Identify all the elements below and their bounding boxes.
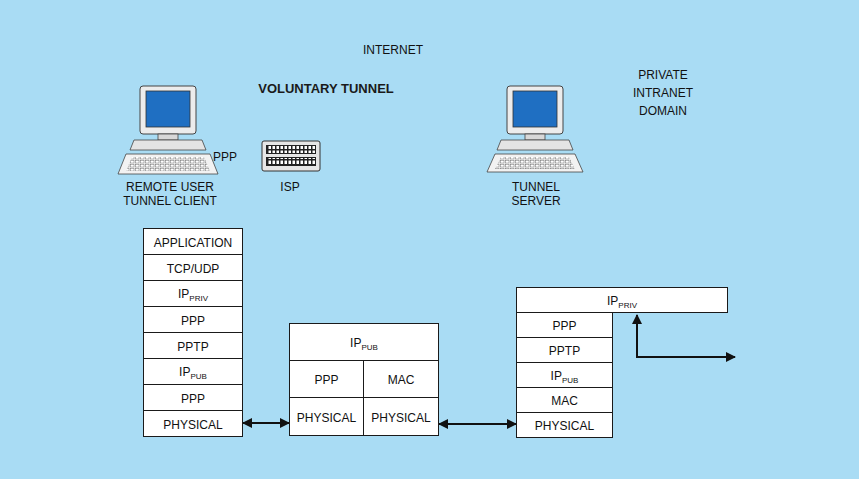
protocol-layer: PPP: [289, 360, 364, 398]
layer-name: PHYSICAL: [535, 419, 594, 433]
protocol-layer: PPP: [516, 312, 613, 338]
layer-name: IP: [350, 336, 361, 350]
text-wrap: PHYSICAL: [297, 408, 356, 426]
layer-name: IP: [551, 369, 562, 383]
layer-subscript: PUB: [361, 343, 377, 352]
text-wrap: PRIVATE INTRANET DOMAIN: [620, 65, 706, 119]
text-wrap: IPPUB: [179, 362, 207, 381]
text-wrap: IPPRIV: [178, 284, 208, 303]
text-wrap: PPP: [314, 370, 338, 388]
text-wrap: PPTP: [177, 337, 208, 355]
protocol-layer: IPPRIV: [143, 280, 243, 307]
layer-name: PHYSICAL: [297, 411, 356, 425]
layer-name: IP: [607, 294, 618, 308]
text-wrap: TCP/UDP: [167, 259, 220, 277]
device-label: ISP: [270, 180, 310, 194]
computer-label: REMOTE USER TUNNEL CLIENT: [118, 180, 222, 208]
protocol-layer: PPTP: [143, 332, 243, 359]
layer-name: PHYSICAL: [371, 411, 430, 425]
text-wrap: PHYSICAL: [163, 415, 222, 433]
text-wrap: PHYSICAL: [535, 416, 594, 434]
protocol-layer: IPPUB: [143, 358, 243, 385]
client-computer: [118, 86, 218, 174]
protocol-layer: PHYSICAL: [363, 397, 439, 436]
text-wrap: PPP: [181, 311, 205, 329]
layer-name: MAC: [551, 394, 578, 408]
layer-name: PPTP: [177, 340, 208, 354]
layer-name: PPP: [552, 319, 576, 333]
protocol-layer: PHYSICAL: [516, 412, 613, 438]
isp-device: [262, 141, 320, 171]
protocol-layer: TCP/UDP: [143, 254, 243, 281]
layer-name: PPTP: [549, 344, 580, 358]
text-wrap: IPPRIV: [607, 291, 637, 310]
protocol-layer: IPPUB: [289, 323, 439, 361]
text-wrap: IPPUB: [350, 333, 378, 352]
ppp-cylinder: PPP: [194, 138, 256, 174]
link-arrow: [243, 422, 289, 424]
layer-subscript: PUB: [190, 372, 206, 381]
protocol-layer: PHYSICAL: [143, 410, 243, 437]
text-wrap: APPLICATION: [154, 233, 232, 251]
layer-name: PPP: [181, 314, 205, 328]
layer-subscript: PUB: [562, 376, 578, 385]
server-computer: [487, 86, 583, 172]
text-wrap: PPP: [552, 316, 576, 334]
protocol-layer: APPLICATION: [143, 228, 243, 255]
text-wrap: IPPUB: [551, 366, 579, 385]
protocol-layer: MAC: [363, 360, 439, 398]
layer-name: TCP/UDP: [167, 262, 220, 276]
link-arrow: [439, 423, 516, 425]
computer-label: TUNNEL SERVER: [505, 180, 567, 208]
internet-cloud: INTERNET: [226, 20, 560, 202]
text-wrap: PPP: [181, 389, 205, 407]
text-wrap: MAC: [551, 391, 578, 409]
layer-name: PPP: [181, 392, 205, 406]
layer-name: PPP: [213, 150, 237, 164]
layer-name: PRIVATE INTRANET DOMAIN: [633, 68, 693, 118]
text-wrap: PPP: [213, 147, 237, 165]
layer-subscript: PRIV: [618, 301, 637, 310]
layer-name: IP: [178, 287, 189, 301]
layer-name: INTERNET: [363, 43, 423, 57]
protocol-layer: PPTP: [516, 337, 613, 363]
protocol-layer: IPPRIV: [516, 287, 728, 313]
layer-name: PHYSICAL: [163, 418, 222, 432]
protocol-layer: PPP: [143, 306, 243, 333]
protocol-layer: PHYSICAL: [289, 397, 364, 436]
layer-name: PPP: [314, 373, 338, 387]
text-wrap: PPTP: [549, 341, 580, 359]
protocol-layer: MAC: [516, 387, 613, 413]
tunnel-tube: VOLUNTARY TUNNEL: [186, 64, 466, 112]
forward-arrow: [636, 315, 735, 357]
text-wrap: MAC: [388, 370, 415, 388]
text-wrap: PHYSICAL: [371, 408, 430, 426]
protocol-layer: IPPUB: [516, 362, 613, 388]
layer-name: VOLUNTARY TUNNEL: [258, 81, 394, 96]
layer-name: MAC: [388, 373, 415, 387]
layer-subscript: PRIV: [189, 294, 208, 303]
text-wrap: INTERNET: [363, 40, 423, 58]
text-wrap: VOLUNTARY TUNNEL: [258, 79, 394, 97]
protocol-layer: PPP: [143, 384, 243, 411]
layer-name: APPLICATION: [154, 236, 232, 250]
intranet-cloud: PRIVATE INTRANET DOMAIN: [576, 4, 750, 180]
layer-name: IP: [179, 365, 190, 379]
